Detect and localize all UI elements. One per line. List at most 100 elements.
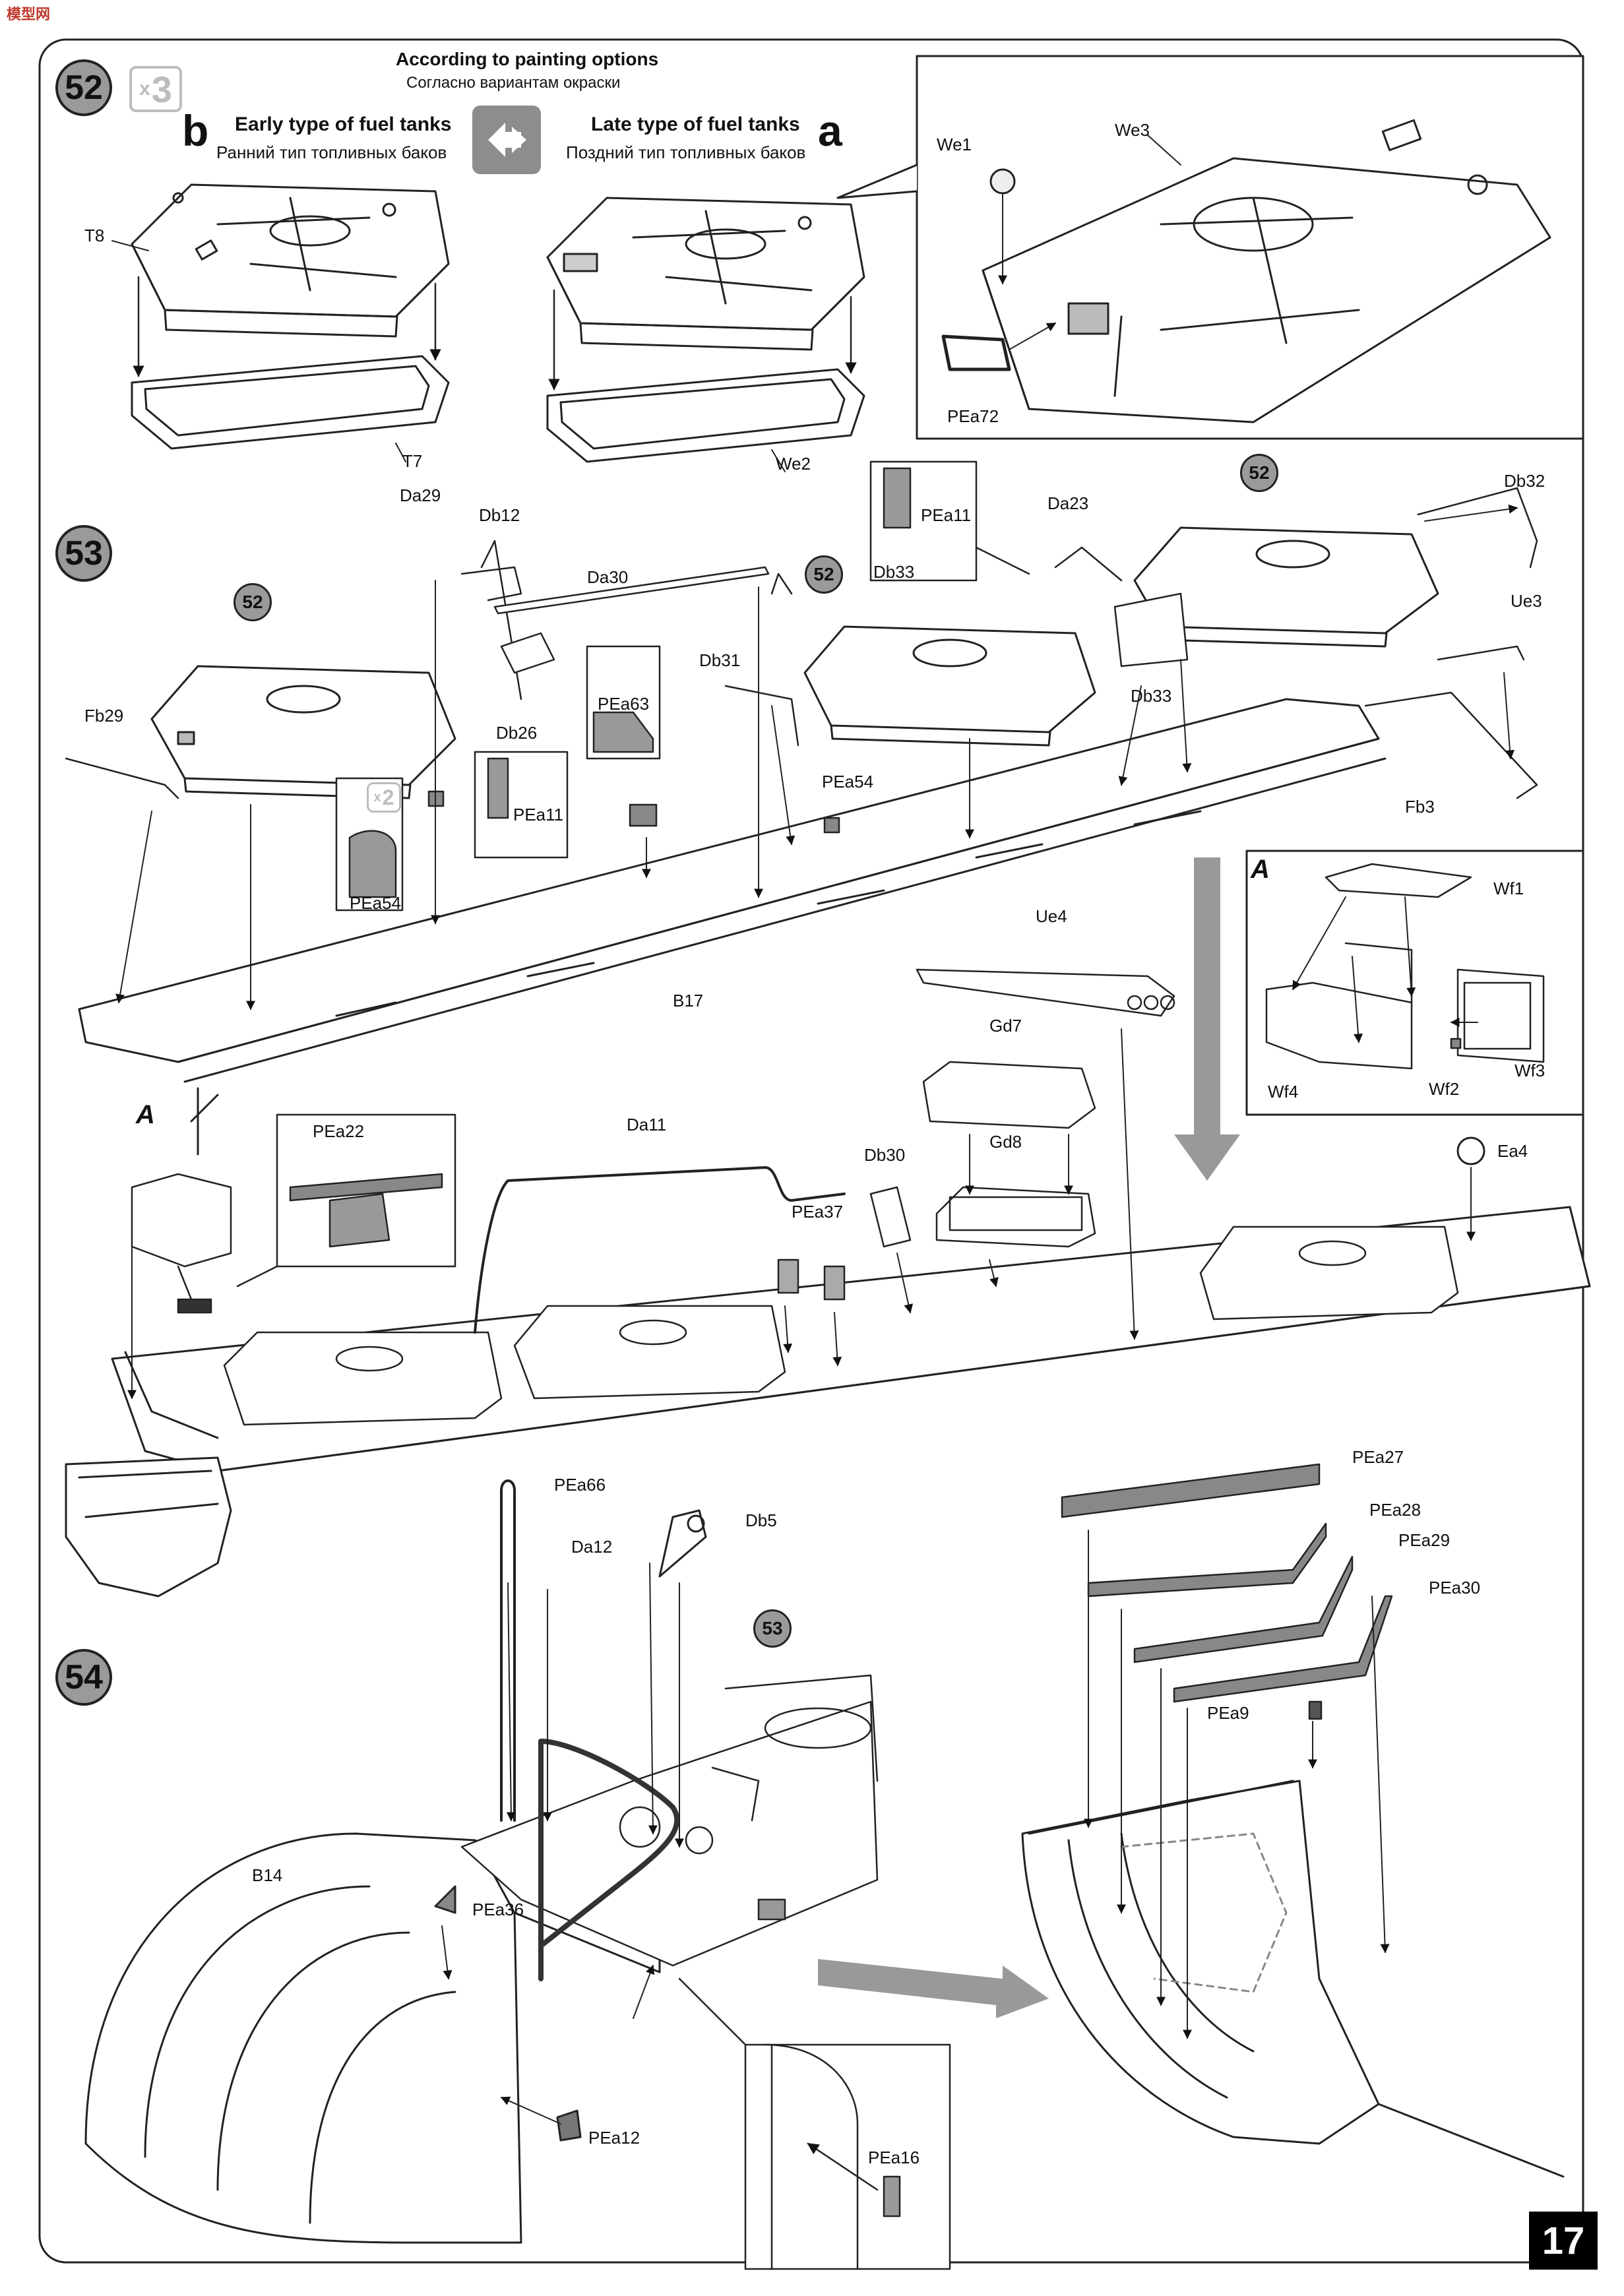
ref-52-right-number: 52 — [1249, 462, 1270, 483]
label-pea72: PEa72 — [947, 406, 999, 426]
option-b-en: Early type of fuel tanks — [235, 113, 452, 135]
label-pea66: PEa66 — [554, 1475, 606, 1495]
option-a-en: Late type of fuel tanks — [591, 113, 800, 135]
label-da30: Da30 — [587, 567, 629, 587]
label-pea11-mid: PEa11 — [513, 805, 564, 824]
option-b-letter: b — [182, 106, 209, 155]
ref-step-52-left: 52 — [234, 583, 272, 621]
label-pea54-left: PEa54 — [350, 893, 402, 913]
ref-52-left-number: 52 — [242, 592, 263, 612]
label-we2: We2 — [776, 454, 811, 474]
label-da11: Da11 — [627, 1115, 667, 1134]
label-pea29: PEa29 — [1398, 1530, 1451, 1550]
label-pea9: PEa9 — [1207, 1703, 1249, 1723]
step53-pe-callouts — [335, 460, 1030, 912]
label-da23: Da23 — [1047, 493, 1089, 513]
part-ea4 — [1456, 1136, 1485, 1165]
pea16-detail — [678, 1977, 951, 2270]
flow-arrow-down — [1174, 857, 1240, 1181]
label-pea12: PEa12 — [588, 2128, 640, 2148]
label-pea54-mid: PEa54 — [822, 772, 874, 791]
ref-52-middle-number: 52 — [813, 564, 834, 584]
page-number: 17 — [1529, 2212, 1598, 2270]
label-t8: T8 — [84, 226, 105, 245]
label-fb3: Fb3 — [1405, 797, 1435, 817]
fender-b14 — [84, 1832, 661, 2244]
label-b14: B14 — [252, 1865, 283, 1885]
label-db5: Db5 — [745, 1510, 777, 1530]
label-pea11-top: PEa11 — [921, 505, 972, 525]
label-pea30: PEa30 — [1429, 1578, 1481, 1598]
label-ea4: Ea4 — [1497, 1141, 1528, 1161]
step-54-number: 54 — [65, 1658, 103, 1696]
pea37-parts — [777, 1258, 846, 1301]
step-52-number: 52 — [65, 69, 103, 107]
box-a-parts — [1265, 863, 1545, 1070]
label-ue3: Ue3 — [1511, 591, 1542, 611]
ref-step-52-middle: 52 — [805, 555, 843, 594]
label-pea28: PEa28 — [1369, 1500, 1421, 1520]
quantity-pea54-value: 2 — [382, 785, 394, 809]
pipe-da12 — [538, 1739, 680, 1981]
label-wf1: Wf1 — [1493, 879, 1524, 898]
label-db33-bottom: Db33 — [1131, 686, 1172, 706]
label-db30: Db30 — [864, 1145, 906, 1165]
painting-note-en: According to painting options — [396, 49, 659, 69]
chassis-frame-b17 — [78, 698, 1387, 1156]
label-fb29: Fb29 — [84, 706, 124, 726]
tank-detail-we3 — [982, 119, 1551, 423]
flow-arrow-right — [818, 1959, 1049, 2018]
ref-53-number: 53 — [762, 1618, 783, 1638]
ref-step-52-right: 52 — [1240, 454, 1278, 492]
label-da12: Da12 — [571, 1537, 613, 1557]
battery-box — [869, 968, 1175, 1248]
pipe-da11 — [474, 1166, 846, 1334]
detail-a-label: A — [136, 1100, 155, 1129]
fuel-tank-early — [131, 183, 450, 338]
label-b17: B17 — [673, 991, 704, 1010]
step-53-number: 53 — [65, 534, 103, 573]
pipe-pea66 — [500, 1479, 516, 1822]
label-pea36: PEa36 — [472, 1900, 524, 1919]
site-logo: 模型网 — [7, 6, 51, 22]
ref-step-53: 53 — [753, 1609, 792, 1648]
label-pea27: PEa27 — [1352, 1447, 1404, 1467]
part-db5 — [658, 1509, 707, 1578]
tank-middle — [803, 625, 1096, 747]
part-we1 — [989, 168, 1016, 195]
label-gd8: Gd8 — [989, 1132, 1022, 1152]
label-pea22: PEa22 — [313, 1121, 365, 1141]
tank-left — [150, 665, 456, 799]
pea22-detail — [236, 1113, 456, 1288]
quantity-value: 3 — [151, 68, 172, 110]
label-wf3: Wf3 — [1515, 1061, 1546, 1080]
part-pea72 — [941, 334, 1011, 371]
label-da29: Da29 — [400, 485, 441, 505]
fuel-tank-late — [546, 197, 865, 351]
fuel-tank-base-late — [546, 368, 865, 463]
label-db26: Db26 — [496, 723, 538, 743]
label-pea16: PEa16 — [868, 2148, 920, 2167]
label-t7: T7 — [402, 451, 423, 471]
detail-a-label-box: A — [1251, 855, 1270, 884]
label-pea63: PEa63 — [598, 694, 650, 714]
label-wf4: Wf4 — [1268, 1082, 1299, 1101]
label-db31: Db31 — [699, 650, 741, 670]
label-pea37: PEa37 — [792, 1202, 844, 1222]
step-52-badge: 52 — [55, 59, 112, 116]
label-gd7: Gd7 — [989, 1016, 1022, 1036]
label-db33-top: Db33 — [873, 562, 915, 582]
swap-icon — [472, 106, 541, 174]
option-a-ru: Поздний тип топливных баков — [566, 142, 806, 162]
label-db32: Db32 — [1504, 471, 1546, 491]
label-we3: We3 — [1115, 120, 1150, 140]
part-pea12 — [556, 2109, 582, 2142]
label-db12: Db12 — [479, 505, 520, 525]
tanks-assembled — [131, 1173, 1459, 1426]
option-b-ru: Ранний тип топливных баков — [216, 142, 447, 162]
fender-detail-right — [1021, 1780, 1565, 2178]
step-53-badge: 53 — [55, 525, 112, 582]
